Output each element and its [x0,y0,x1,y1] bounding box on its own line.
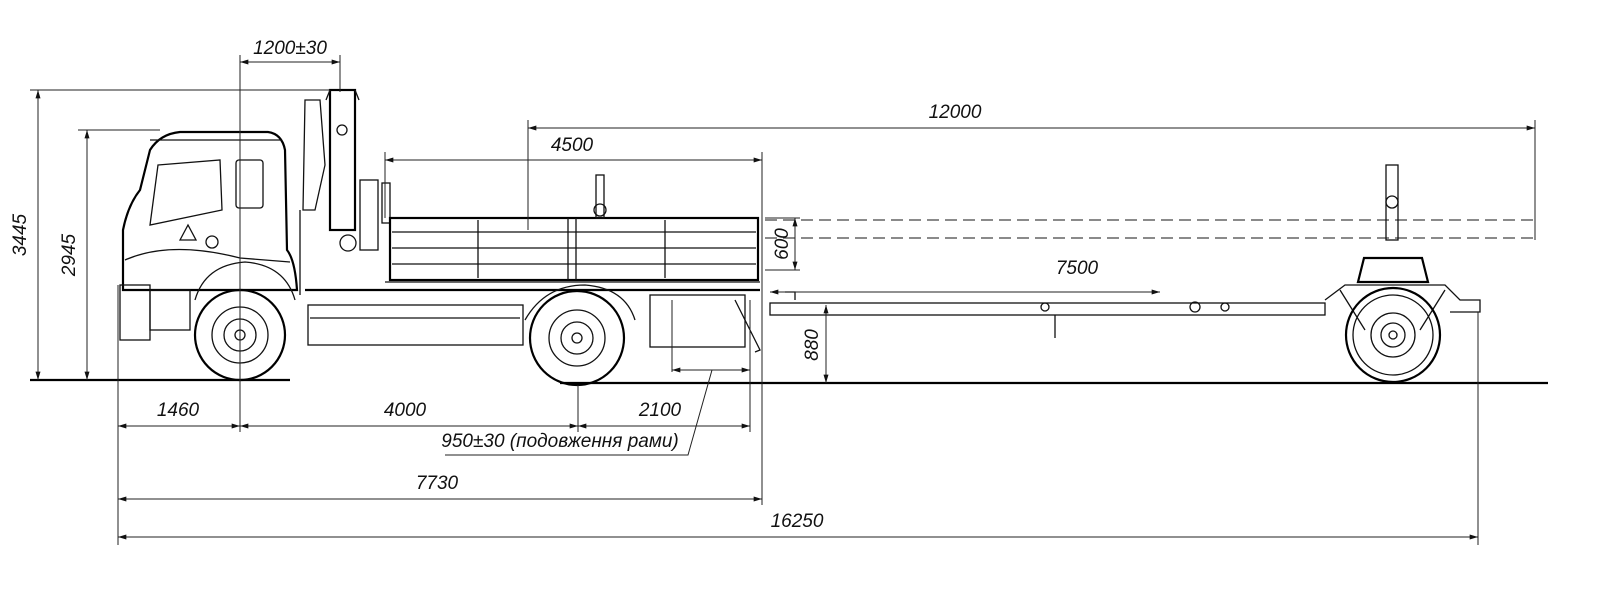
cargo-body [305,174,760,292]
dim-label: 1460 [157,400,200,421]
dim-label: 2100 [638,400,682,421]
dim-label: 7730 [416,473,459,494]
truck [119,88,761,387]
trailer-drawbar [769,291,1326,338]
dim-height-cab: 2945 [59,129,90,380]
ground-line [30,378,1548,385]
rear-wheel [528,289,626,387]
dim-label: 1200±30 [253,38,327,59]
dim-label: 880 [802,329,823,361]
dim-crane-offset: 1200±30 [239,38,340,65]
dim-label: 3445 [10,213,31,256]
truck-cab [119,130,299,341]
dim-label: 600 [772,228,793,260]
dim-total-length: 16250 [118,511,1478,540]
dim-body-length: 4500 [385,135,763,163]
trailer [765,164,1535,384]
trailer-turntable [1324,164,1481,331]
dim-side-height: 600 [772,217,798,270]
dim-height-total: 3445 [10,90,41,380]
dim-label: 16250 [771,511,824,532]
dim-wheelbase: 4000 [239,400,579,429]
crane [299,88,391,295]
trailer-wheel [1344,286,1442,384]
dim-label: 4500 [551,135,594,156]
dim-trailer-drawbar: 7500 [769,258,1160,295]
dim-label: 12000 [929,102,982,123]
dim-load-length: 12000 [527,102,1535,131]
dim-truck-length: 7730 [118,473,763,502]
dim-label: 950±30 (подовження рами) [441,431,679,452]
truck-frame [307,284,761,353]
dim-label: 7500 [1056,258,1099,279]
dim-coupling-height: 880 [802,305,829,383]
dim-front-overhang: 1460 [118,400,241,429]
dim-frame-extension: 950±30 (подовження рами) [441,367,751,456]
dim-label: 2945 [59,233,80,277]
dim-rear-overhang: 2100 [577,400,751,429]
dim-label: 4000 [384,400,427,421]
